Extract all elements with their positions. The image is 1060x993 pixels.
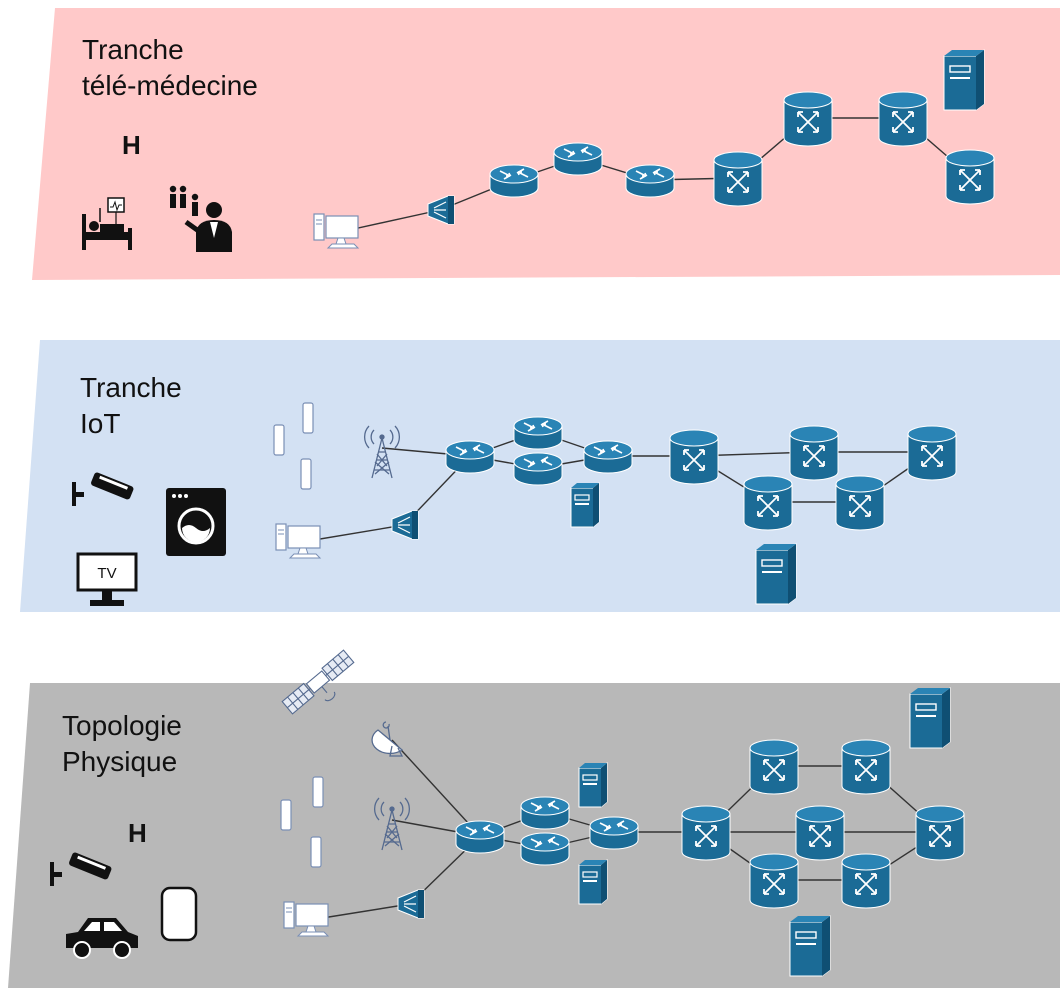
server-icon xyxy=(943,49,985,111)
tv-icon: TV xyxy=(76,552,138,606)
hospital-mark-physical: H xyxy=(128,818,147,848)
smartphone-icon xyxy=(273,424,285,456)
layer-band-telemedicine xyxy=(32,8,1060,280)
switch-icon xyxy=(841,739,891,795)
switch-icon xyxy=(795,805,845,861)
switch-icon xyxy=(743,475,793,531)
smartphone-icon xyxy=(302,402,314,434)
switch-icon xyxy=(907,425,957,481)
router-icon xyxy=(445,440,495,474)
smartphone-icon xyxy=(300,458,312,490)
router-icon xyxy=(455,820,505,854)
switch-icon xyxy=(713,151,763,207)
smartphone-icon xyxy=(280,799,292,831)
tv-label: TV xyxy=(97,565,116,582)
endpoint-icons: TV xyxy=(50,185,411,959)
router-icon xyxy=(583,440,633,474)
smartphone-icon xyxy=(310,836,322,868)
switch-icon xyxy=(749,853,799,909)
router-icon xyxy=(513,452,563,486)
switch-icon xyxy=(841,853,891,909)
router-icon xyxy=(520,832,570,866)
server-icon xyxy=(909,687,951,749)
server-icon xyxy=(578,859,608,905)
layer-label-telemedicine: Tranche télé-médecine xyxy=(82,34,258,101)
layer-label-iot: Tranche IoT xyxy=(80,372,182,439)
switch-icon xyxy=(783,91,833,147)
smart-speaker-icon xyxy=(160,886,198,942)
hospital-mark-telemedicine: H xyxy=(122,130,141,160)
server-icon xyxy=(578,762,608,808)
hospital-bed-icon xyxy=(82,197,132,250)
router-icon xyxy=(520,796,570,830)
switch-icon xyxy=(681,805,731,861)
router-icon xyxy=(513,416,563,450)
switch-icon xyxy=(878,91,928,147)
server-icon xyxy=(789,915,831,977)
switch-icon xyxy=(945,149,995,205)
switch-icon xyxy=(669,429,719,485)
washing-machine-icon xyxy=(166,488,226,556)
server-icon xyxy=(755,543,797,605)
layer-label-physical: Topologie Physique xyxy=(62,710,182,777)
router-icon xyxy=(553,142,603,176)
router-icon xyxy=(589,816,639,850)
family-doctor-icon xyxy=(169,185,232,252)
switch-icon xyxy=(749,739,799,795)
switch-icon xyxy=(789,425,839,481)
router-icon xyxy=(625,164,675,198)
server-icon xyxy=(570,482,600,528)
router-icon xyxy=(489,164,539,198)
smartphone-icon xyxy=(312,776,324,808)
switch-icon xyxy=(915,805,965,861)
link-physical-0 xyxy=(391,739,481,837)
switch-icon xyxy=(835,475,885,531)
